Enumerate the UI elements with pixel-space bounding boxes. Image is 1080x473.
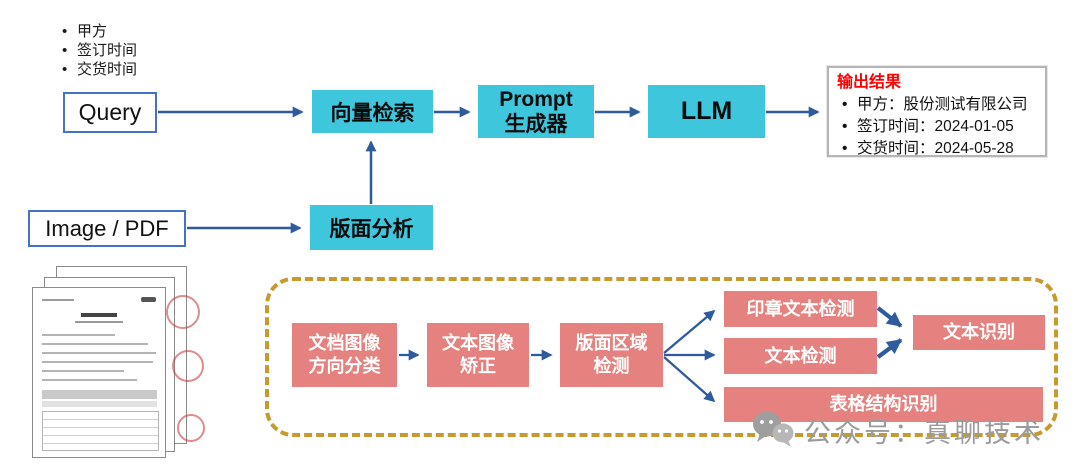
arrow-textdet-to-text-recognition [876,338,903,359]
prompt-generator-node: Prompt 生成器 [478,85,594,138]
document-field-line [42,343,148,345]
query-key-list: 甲方 签订时间 交货时间 [58,22,137,79]
arrow-seal-to-text-recognition [876,306,903,328]
query-key-item: 签订时间 [58,41,137,60]
text-rectification-node: 文本图像 矫正 [427,323,529,387]
vector-search-node: 向量检索 [312,90,433,133]
output-result-item: 交货时间：2024-05-28 [837,138,1037,160]
doc-orientation-node: 文档图像 方向分类 [292,323,397,387]
query-key-item: 甲方 [58,22,137,41]
wechat-icon [753,411,794,447]
layout-region-detection-node: 版面区域 检测 [560,323,663,387]
output-result-item: 甲方：股份测试有限公司 [837,94,1037,116]
arrow-layout-region-to-table [663,356,716,403]
document-table [42,411,159,451]
red-seal-stamp [166,295,200,329]
watermark: 公众号：真聊技术 [750,409,1044,451]
document-subtitle-line [75,321,123,323]
document-field-line [42,370,124,372]
document-field-line [42,361,153,363]
table-structure-recognition-node: 表格结构识别 [724,387,1043,422]
output-result-list: 甲方：股份测试有限公司 签订时间：2024-01-05 交货时间：2024-05… [837,94,1037,160]
document-title-line [81,313,117,317]
arrow-layout-region-to-seal [663,309,716,354]
image-pdf-node: Image / PDF [28,210,186,247]
query-node: Query [63,92,157,133]
output-result-title: 输出结果 [837,74,902,91]
red-seal-stamp [177,414,205,442]
document-field-line [42,379,138,381]
text-detection-node: 文本检测 [724,338,877,374]
document-section-band [42,401,157,407]
layout-analysis-node: 版面分析 [310,205,433,250]
ocr-pipeline-frame [265,277,1058,437]
document-header-line [42,299,74,301]
document-field-line [42,334,115,336]
query-key-item: 交货时间 [58,60,137,79]
output-result-item: 签订时间：2024-01-05 [837,116,1037,138]
red-seal-stamp [172,350,204,382]
text-recognition-node: 文本识别 [913,315,1045,350]
output-result-box: 输出结果 甲方：股份测试有限公司 签订时间：2024-01-05 交货时间：20… [827,66,1047,160]
seal-text-detection-node: 印章文本检测 [724,291,877,327]
document-page-front [32,287,166,458]
watermark-text: 公众号：真聊技术 [804,417,1044,448]
document-field-line [42,352,156,354]
document-logo [141,297,156,302]
document-section-band [42,390,157,399]
llm-node: LLM [648,85,765,138]
